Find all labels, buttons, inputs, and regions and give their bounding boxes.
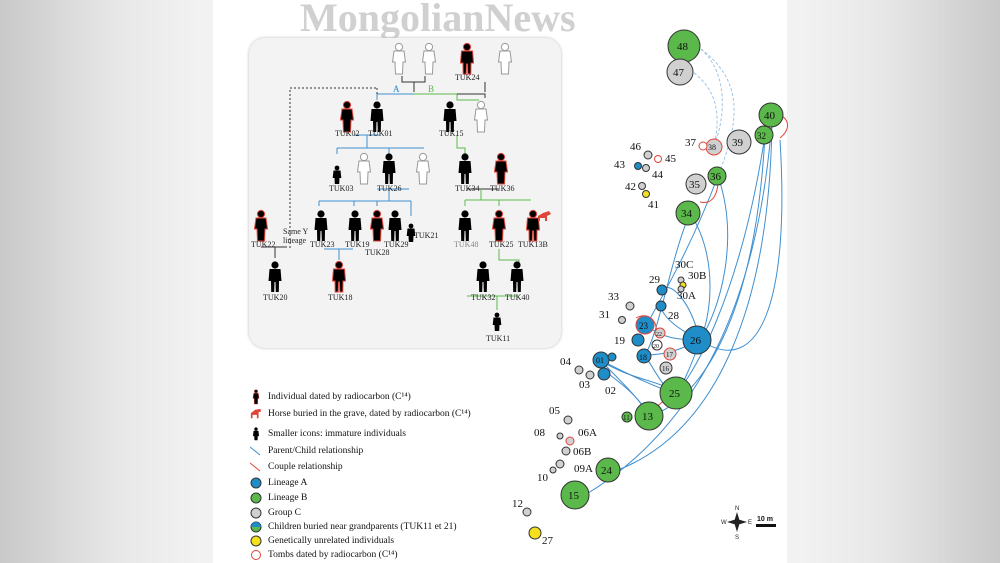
immature-icon: [252, 427, 260, 441]
tuk26-icon: [382, 153, 396, 184]
label-tuk32: TUK32: [471, 293, 495, 302]
tuk28-icon: [370, 209, 384, 242]
same-y-lineage-label-2: lineage: [283, 236, 307, 245]
family-tree-svg: TUK24 A B TUK02 TUK01 TUK15 TUK03 TUK26 …: [251, 42, 551, 343]
ancestor-icon: [392, 42, 406, 75]
spouse-icon: [416, 152, 430, 185]
same-y-lineage-label: Same Y: [283, 227, 308, 236]
dated-individual-icon: [252, 389, 260, 405]
legend-label: Couple relationship: [268, 462, 343, 472]
watermark: MongolianNews: [300, 0, 576, 40]
legend-row: Genetically unrelated individuals: [250, 535, 394, 547]
label-tuk21: TUK21: [414, 231, 438, 240]
tuk24-icon: [460, 42, 474, 75]
branch-a-label: A: [393, 84, 400, 94]
label-tuk20: TUK20: [263, 293, 287, 302]
legend-row: Parent/Child relationship: [250, 445, 363, 457]
label-tuk48: TUK48: [454, 240, 478, 249]
legend-row: Individual dated by radiocarbon (C¹⁴): [250, 389, 411, 405]
tuk34-icon: [458, 153, 472, 184]
horse-icon: [538, 211, 551, 221]
dated-tomb-ring-icon: [251, 550, 261, 560]
tuk03-icon: [332, 165, 342, 184]
label-tuk01: TUK01: [368, 129, 392, 138]
tuk01-icon: [370, 101, 384, 132]
label-tuk02: TUK02: [335, 129, 359, 138]
group-c-dot-icon: [250, 507, 262, 519]
tuk36-icon: [494, 152, 508, 185]
legend-row: Lineage A: [250, 477, 307, 489]
legend-row: Horse buried in the grave, dated by radi…: [250, 408, 471, 420]
label-tuk11: TUK11: [486, 334, 510, 343]
label-tuk29: TUK29: [384, 240, 408, 249]
label-tuk34: TUK34: [455, 184, 479, 193]
tuk32-icon: [476, 261, 490, 292]
label-tuk40: TUK40: [505, 293, 529, 302]
legend-label: Genetically unrelated individuals: [268, 536, 395, 546]
unsampled-icon: [357, 152, 371, 185]
family-tree-panel: TUK24 A B TUK02 TUK01 TUK15 TUK03 TUK26 …: [249, 38, 561, 348]
tuk48-icon: [458, 210, 472, 241]
tuk23-icon: [314, 210, 328, 241]
tuk02-icon: [340, 100, 354, 133]
label-tuk19: TUK19: [345, 240, 369, 249]
legend-label: Parent/Child relationship: [268, 446, 364, 456]
lineage-a-dot-icon: [250, 477, 262, 489]
label-tuk26: TUK26: [377, 184, 401, 193]
label-tuk15: TUK15: [439, 129, 463, 138]
label-tuk36: TUK36: [490, 184, 514, 193]
legend-row: Children buried near grandparents (TUK11…: [250, 521, 457, 533]
ancestor-icon: [422, 42, 436, 75]
branch-b-label: B: [428, 84, 434, 94]
legend-label: Tombs dated by radiocarbon (C¹⁴): [268, 550, 398, 560]
tuk19-icon: [348, 210, 362, 241]
legend-row: Lineage B: [250, 492, 307, 504]
legend-label: Horse buried in the grave, dated by radi…: [268, 409, 471, 419]
couple-line-icon: [250, 462, 261, 472]
legend-row: Tombs dated by radiocarbon (C¹⁴): [250, 549, 398, 561]
legend-row: Couple relationship: [250, 461, 343, 473]
label-tuk23: TUK23: [310, 240, 334, 249]
tuk25-icon: [492, 209, 506, 242]
legend-label: Children buried near grandparents (TUK11…: [268, 522, 457, 532]
label-tuk18: TUK18: [328, 293, 352, 302]
legend-label: Group C: [268, 508, 301, 518]
ancestor-icon: [498, 42, 512, 75]
tuk11-icon: [492, 312, 502, 331]
label-tuk24: TUK24: [455, 73, 479, 82]
label-tuk03: TUK03: [329, 184, 353, 193]
parent-child-line-icon: [250, 446, 261, 456]
children-dot-icon: [250, 521, 262, 533]
label-tuk22: TUK22: [251, 240, 275, 249]
tuk22-icon: [254, 209, 268, 242]
legend-label: Smaller icons: immature individuals: [268, 429, 406, 439]
tuk20-icon: [268, 261, 282, 292]
unrelated-dot-icon: [250, 535, 262, 547]
label-tuk25: TUK25: [489, 240, 513, 249]
tuk40-icon: [510, 261, 524, 292]
label-tuk13b: TUK13B: [518, 240, 548, 249]
horse-icon: [250, 408, 262, 419]
legend-label: Lineage B: [268, 493, 308, 503]
legend-row: Smaller icons: immature individuals: [250, 427, 406, 441]
tuk18-icon: [332, 260, 346, 293]
spouse-icon: [474, 100, 488, 133]
tuk29-icon: [388, 210, 402, 241]
legend-label: Individual dated by radiocarbon (C¹⁴): [268, 392, 411, 402]
label-tuk28: TUK28: [365, 248, 389, 257]
lineage-b-dot-icon: [250, 492, 262, 504]
tuk13b-icon: [526, 209, 540, 242]
legend-row: Group C: [250, 507, 301, 519]
tuk15-icon: [443, 101, 457, 132]
legend-label: Lineage A: [268, 478, 308, 488]
